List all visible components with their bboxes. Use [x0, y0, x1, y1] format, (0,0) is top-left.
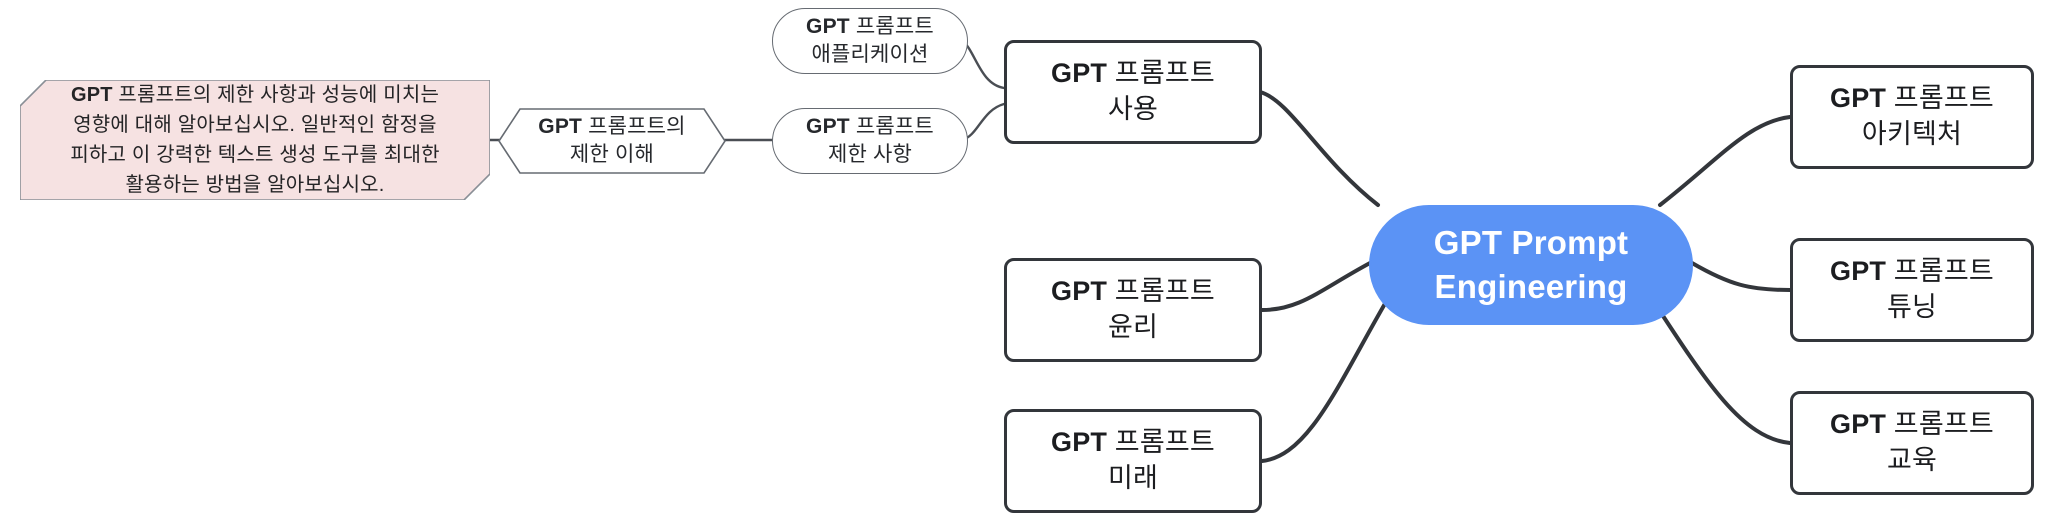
node-label: GPT 프롬프트 튜닝: [1830, 256, 1994, 322]
edge-root-tuning: [1690, 261, 1792, 292]
node-label: GPT 프롬프트 아키텍처: [1830, 83, 1994, 149]
node-label: GPT 프롬프트 윤리: [1051, 276, 1215, 342]
node-architecture[interactable]: GPT 프롬프트 아키텍처: [1790, 65, 2034, 169]
edge-root-education: [1648, 294, 1792, 445]
root-label: GPT Prompt Engineering: [1433, 224, 1629, 305]
node-tuning[interactable]: GPT 프롬프트 튜닝: [1790, 238, 2034, 342]
edge-root-usage: [1258, 90, 1380, 207]
edge-root-architecture: [1658, 115, 1792, 207]
node-label: GPT 프롬프트 제한 사항: [806, 115, 934, 166]
note-text: GPT 프롬프트의 제한 사항과 성능에 미치는 영향에 대해 알아보십시오. …: [70, 84, 440, 196]
node-applications[interactable]: GPT 프롬프트 애플리케이션: [772, 8, 968, 74]
hexagon-shape: [498, 108, 726, 174]
node-label: GPT 프롬프트 미래: [1051, 427, 1215, 493]
node-future[interactable]: GPT 프롬프트 미래: [1004, 409, 1262, 513]
node-label: GPT 프롬프트의 제한 이해: [538, 115, 686, 166]
node-label: GPT 프롬프트 교육: [1830, 409, 1994, 475]
edge-usage-limitations: [960, 102, 1006, 142]
node-usage[interactable]: GPT 프롬프트 사용: [1004, 40, 1262, 144]
node-label: GPT 프롬프트 애플리케이션: [806, 15, 934, 66]
edge-root-future: [1260, 293, 1392, 463]
edge-usage-applications: [960, 38, 1006, 90]
node-root[interactable]: GPT Prompt Engineering: [1369, 205, 1693, 325]
node-education[interactable]: GPT 프롬프트 교육: [1790, 391, 2034, 495]
node-label: GPT 프롬프트 사용: [1051, 58, 1215, 124]
node-limitations-understanding[interactable]: GPT 프롬프트의 제한 이해: [498, 108, 726, 174]
node-ethics[interactable]: GPT 프롬프트 윤리: [1004, 258, 1262, 362]
node-limitations[interactable]: GPT 프롬프트 제한 사항: [772, 108, 968, 174]
note-limitations: GPT 프롬프트의 제한 사항과 성능에 미치는 영향에 대해 알아보십시오. …: [20, 80, 490, 200]
note-shape: [20, 80, 490, 200]
edge-root-ethics: [1260, 261, 1372, 312]
